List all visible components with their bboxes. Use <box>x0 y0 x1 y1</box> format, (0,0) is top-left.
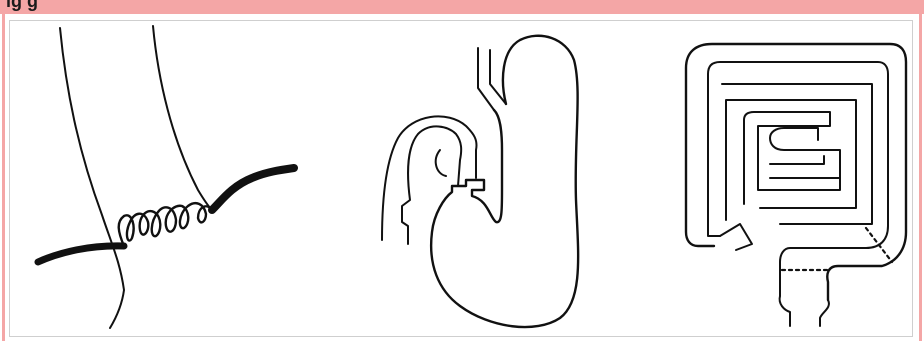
terminal-stub-left <box>780 296 790 326</box>
tube-right-wall <box>153 26 212 210</box>
stomach-and-duodenum-panel <box>382 36 578 327</box>
tube-left-wall <box>60 28 124 328</box>
duodenum-outer <box>382 116 477 240</box>
pyloric-bulge <box>436 150 446 176</box>
coiled-suture <box>119 203 212 246</box>
thick-band-right <box>212 168 294 210</box>
loop-a <box>720 224 752 250</box>
hernia-with-coiled-suture-panel <box>38 26 294 328</box>
loop-d <box>744 112 840 204</box>
loop-f <box>770 156 824 164</box>
loop-c <box>726 100 856 220</box>
esophagus-left <box>478 48 494 110</box>
stomach-outline <box>431 36 578 327</box>
terminal-stub-right <box>820 300 829 326</box>
intestine-loops-panel <box>686 44 906 326</box>
loop-e <box>770 128 840 178</box>
thick-band-left <box>38 246 124 262</box>
